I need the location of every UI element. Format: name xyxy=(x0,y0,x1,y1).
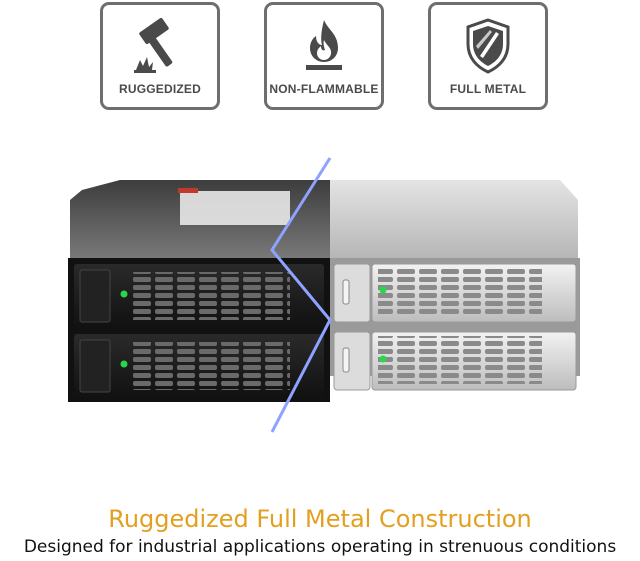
headline: Ruggedized Full Metal Construction xyxy=(108,505,532,533)
feature-card-full-metal: FULL METAL xyxy=(428,2,548,110)
feature-card-ruggedized: RUGGEDIZED xyxy=(100,2,220,110)
split-divider-line xyxy=(270,157,332,433)
hammer-icon xyxy=(103,15,217,77)
subline: Designed for industrial applications ope… xyxy=(23,537,617,557)
product-image-drive-enclosure xyxy=(0,140,640,460)
enclosure-black-half xyxy=(68,180,330,402)
feature-label: NON-FLAMMABLE xyxy=(269,82,379,96)
feature-label: RUGGEDIZED xyxy=(118,82,201,96)
enclosure-silver-half xyxy=(330,180,580,391)
feature-label: FULL METAL xyxy=(449,82,527,96)
flame-icon xyxy=(267,15,381,77)
feature-card-non-flammable: NON-FLAMMABLE xyxy=(264,2,384,110)
shield-icon xyxy=(431,15,545,77)
